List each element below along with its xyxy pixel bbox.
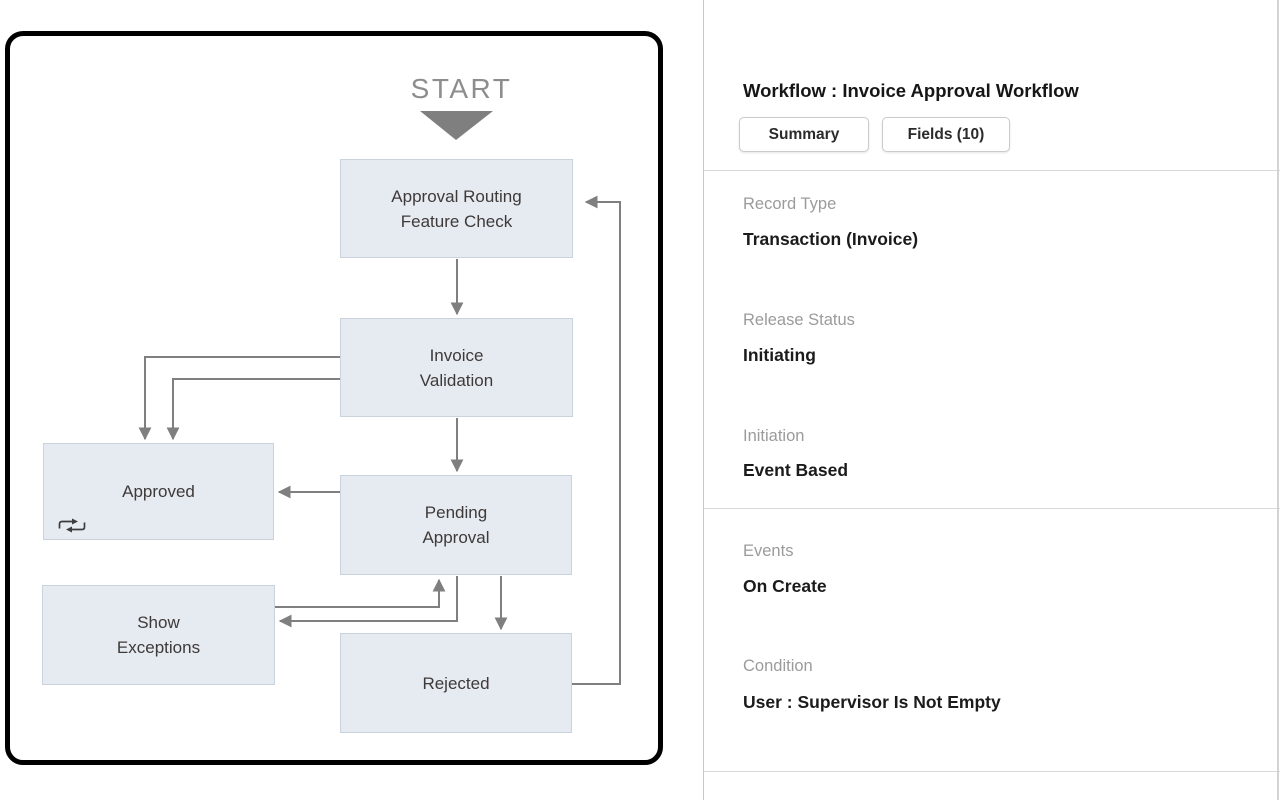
node-label: Approved bbox=[122, 482, 195, 501]
tab-summary-label: Summary bbox=[768, 125, 840, 143]
node-show-exceptions[interactable]: Show Exceptions bbox=[42, 585, 275, 685]
node-rejected[interactable]: Rejected bbox=[340, 633, 572, 733]
release-status-label: Release Status bbox=[743, 311, 855, 329]
section-divider bbox=[704, 771, 1280, 772]
node-label: Rejected bbox=[422, 673, 490, 693]
node-label: Approval Routing Feature Check bbox=[391, 186, 522, 231]
tab-summary[interactable]: Summary bbox=[739, 117, 869, 152]
node-label: Pending Approval bbox=[422, 503, 490, 547]
record-type-value: Transaction (Invoice) bbox=[743, 229, 919, 249]
condition-value: User : Supervisor Is Not Empty bbox=[743, 692, 1001, 712]
section-divider bbox=[704, 508, 1280, 509]
initiation-value: Event Based bbox=[743, 460, 849, 480]
release-status-value: Initiating bbox=[743, 345, 816, 365]
initiation-label: Initiation bbox=[743, 427, 805, 445]
node-invoice-validation[interactable]: Invoice Validation bbox=[340, 318, 573, 417]
loop-icon bbox=[58, 518, 86, 533]
node-pending-approval[interactable]: Pending Approval bbox=[340, 475, 572, 575]
node-label: Show Exceptions bbox=[116, 613, 201, 657]
section-divider bbox=[704, 170, 1280, 171]
workflow-summary-panel: Workflow : Invoice Approval Workflow Sum… bbox=[703, 0, 1280, 800]
record-type-label: Record Type bbox=[743, 195, 837, 213]
panel-right-edge bbox=[1277, 0, 1279, 800]
tab-fields-label: Fields (10) bbox=[907, 125, 985, 143]
events-value: On Create bbox=[743, 576, 827, 596]
tab-fields[interactable]: Fields (10) bbox=[882, 117, 1010, 152]
page-title: Workflow : Invoice Approval Workflow bbox=[743, 80, 1079, 101]
node-label: Invoice Validation bbox=[419, 345, 494, 390]
node-approved[interactable]: Approved bbox=[43, 443, 274, 540]
start-label: START bbox=[410, 73, 513, 104]
node-approval-routing-feature-check[interactable]: Approval Routing Feature Check bbox=[340, 159, 573, 258]
events-label: Events bbox=[743, 542, 794, 560]
condition-label: Condition bbox=[743, 657, 813, 675]
